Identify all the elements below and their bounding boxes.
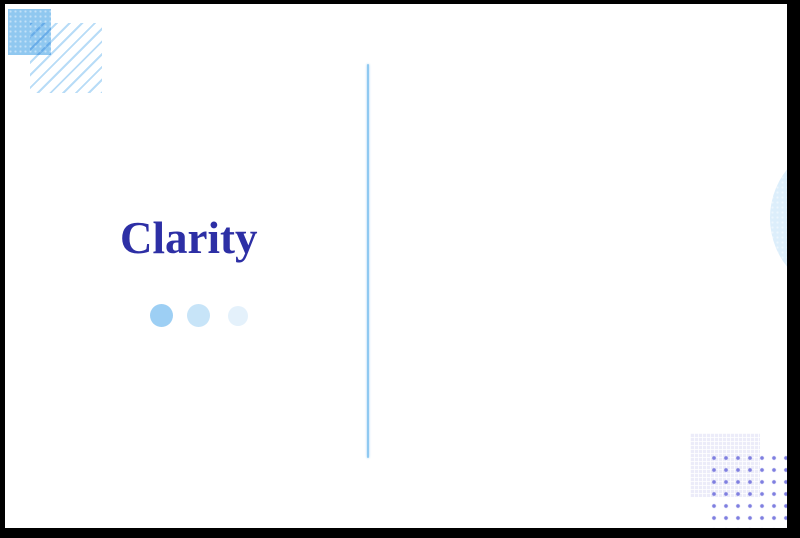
diagonal-stripes-icon: [30, 23, 102, 93]
frame-border-left: [0, 0, 5, 538]
frame-border-top: [0, 0, 800, 4]
accent-dot-1: [150, 304, 173, 327]
left-panel: Clarity: [0, 0, 368, 538]
accent-dot-3: [228, 306, 248, 326]
accent-dot-2: [187, 304, 210, 327]
frame-border-bottom: [0, 528, 800, 538]
dot-grid-decoration: [708, 452, 792, 532]
vertical-divider: [367, 64, 369, 458]
left-panel-title: Clarity: [120, 213, 258, 263]
frame-border-right: [787, 0, 800, 538]
